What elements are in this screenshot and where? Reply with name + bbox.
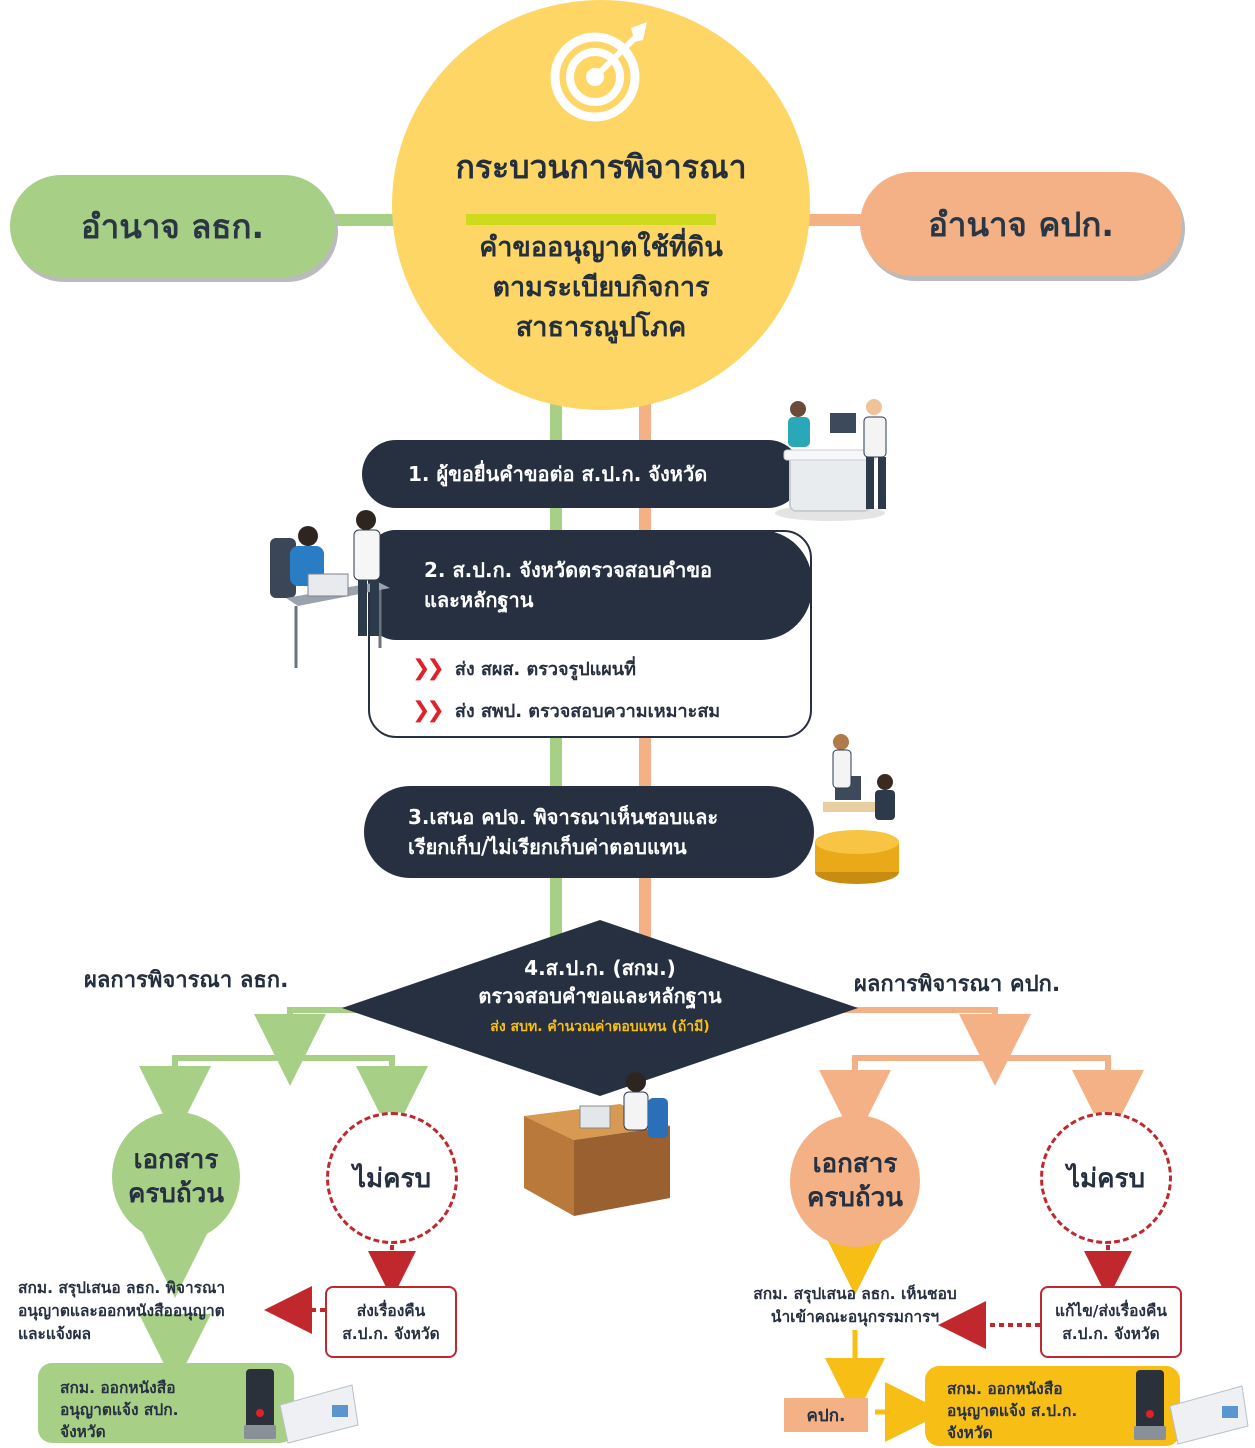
process-subtitle: คำขออนุญาตใช้ที่ดิน ตามระเบียบกิจการ สาธ… [479,232,723,343]
left-result-label: ผลการพิจารณา ลธก. [84,968,289,993]
meeting-coins-icon [815,734,899,884]
left-complete-circle: เอกสารครบถ้วน [112,1112,240,1242]
target-icon [550,22,647,122]
right-final-box: สกม. ออกหนังสือ อนุญาตแจ้ง ส.ป.ก. จังหวั… [925,1366,1180,1446]
reception-desk-icon [775,399,887,521]
right-summary-text: สกม. สรุปเสนอ ลธก. เห็นชอบ นำเข้าคณะอนุก… [753,1285,957,1326]
stamp-document-icon [1134,1370,1249,1445]
left-return-box: ส่งเรื่องคืน ส.ป.ก. จังหวัด [325,1286,457,1358]
right-complete-circle: เอกสารครบถ้วน [790,1115,920,1247]
office-workers-icon [270,510,390,668]
chevron-right-icon: ❯❯ [412,698,445,723]
left-incomplete-circle: ไม่ครบ [326,1112,458,1244]
manager-desk-icon [524,1072,670,1216]
step4-diamond [342,920,858,1096]
stamp-document-icon [244,1369,359,1444]
right-incomplete-circle: ไม่ครบ [1040,1112,1172,1244]
right-return-box: แก้ไข/ส่งเรื่องคืน ส.ป.ก. จังหวัด [1040,1286,1182,1358]
right-result-label: ผลการพิจารณา คปก. [854,972,1061,997]
step2-pill: 2. ส.ป.ก. จังหวัดตรวจสอบคำขอ และหลักฐาน [368,530,812,640]
step4-note: ส่ง สบท. คำนวณค่าตอบแทน (ถ้ามี) [490,1019,710,1035]
left-authority-pill: อำนาจ ลธก. [10,175,335,277]
process-title: กระบวนการพิจารณา [455,148,747,186]
left-summary-text: สกม. สรุปเสนอ ลธก. พิจารณา อนุญาตและออกห… [18,1279,226,1343]
process-title-circle: กระบวนการพิจารณา คำขออนุญาตใช้ที่ดิน ตาม… [392,0,810,410]
committee-box: คปก. [784,1398,868,1432]
step1-pill: 1. ผู้ขอยื่นคำขอต่อ ส.ป.ก. จังหวัด [362,440,802,508]
chevron-right-icon: ❯❯ [412,656,445,681]
step2-sub-item: ❯❯ ส่ง สผส. ตรวจรูปแผนที่ [412,656,636,681]
step4-text: 4.ส.ป.ก. (สกม.) ตรวจสอบคำขอและหลักฐาน ส่… [430,954,770,1040]
right-authority-pill: อำนาจ คปก. [860,172,1182,276]
step2-sub-item: ❯❯ ส่ง สพป. ตรวจสอบความเหมาะสม [412,698,721,723]
step3-pill: 3.เสนอ คปจ. พิจารณาเห็นชอบและ เรียกเก็บ/… [364,786,814,878]
title-divider [466,214,716,225]
